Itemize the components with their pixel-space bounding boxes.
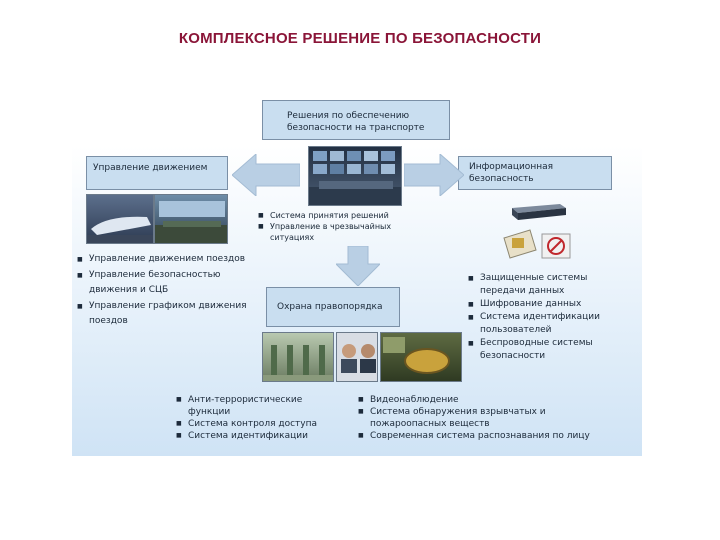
surveillance-monitor-photo (380, 332, 462, 382)
train-photo (86, 194, 154, 244)
list-item: Система контроля доступа (176, 418, 338, 430)
list-item: Система обнаружения взрывчатых и пожароо… (358, 406, 608, 430)
list-item: Управление графиком движения поездов (77, 299, 247, 330)
list-item: Современная система распознавания по лиц… (358, 430, 608, 442)
box-law-enforcement: Охрана правопорядка (266, 287, 400, 327)
list-item: Управление движением поездов (77, 252, 247, 268)
control-room-photo (308, 146, 402, 206)
secure-laptop-photo (500, 228, 576, 264)
arrow-left-icon (232, 154, 300, 196)
server-device-photo (510, 200, 568, 222)
arrow-down-icon (336, 246, 380, 286)
face-recognition-photo (336, 332, 378, 382)
dispatch-center-photo (154, 194, 228, 244)
box-information-security: Информационная безопасность (458, 156, 612, 190)
list-item: Анти-террористические функции (176, 394, 338, 418)
list-item: Шифрование данных (468, 298, 620, 311)
access-gates-photo (262, 332, 334, 382)
arrow-right-icon (404, 154, 464, 196)
list-decision-support: Система принятия решений Управление в чр… (258, 210, 418, 243)
box-traffic-control: Управление движением (86, 156, 228, 190)
list-item: Система принятия решений (258, 210, 418, 221)
list-item: Видеонаблюдение (358, 394, 608, 406)
page-title: КОМПЛЕКСНОЕ РЕШЕНИЕ ПО БЕЗОПАСНОСТИ (178, 30, 542, 47)
list-traffic-control: Управление движением поездов Управление … (77, 252, 247, 330)
list-item: Управление в чрезвычайных ситуациях (258, 221, 418, 243)
list-item: Управление безопасностью движения и СЦБ (77, 268, 247, 299)
list-item: Система идентификации пользователей (468, 311, 620, 337)
list-information-security: Защищенные системы передачи данных Шифро… (468, 272, 620, 363)
list-item: Защищенные системы передачи данных (468, 272, 620, 298)
list-law-enforcement-functions: Анти-террористические функции Система ко… (176, 394, 338, 442)
list-item: Беспроводные системы безопасности (468, 337, 620, 363)
box-transport-security: Решения по обеспечению безопасности на т… (262, 100, 450, 140)
list-surveillance-functions: Видеонаблюдение Система обнаружения взры… (358, 394, 608, 442)
list-item: Система идентификации (176, 430, 338, 442)
